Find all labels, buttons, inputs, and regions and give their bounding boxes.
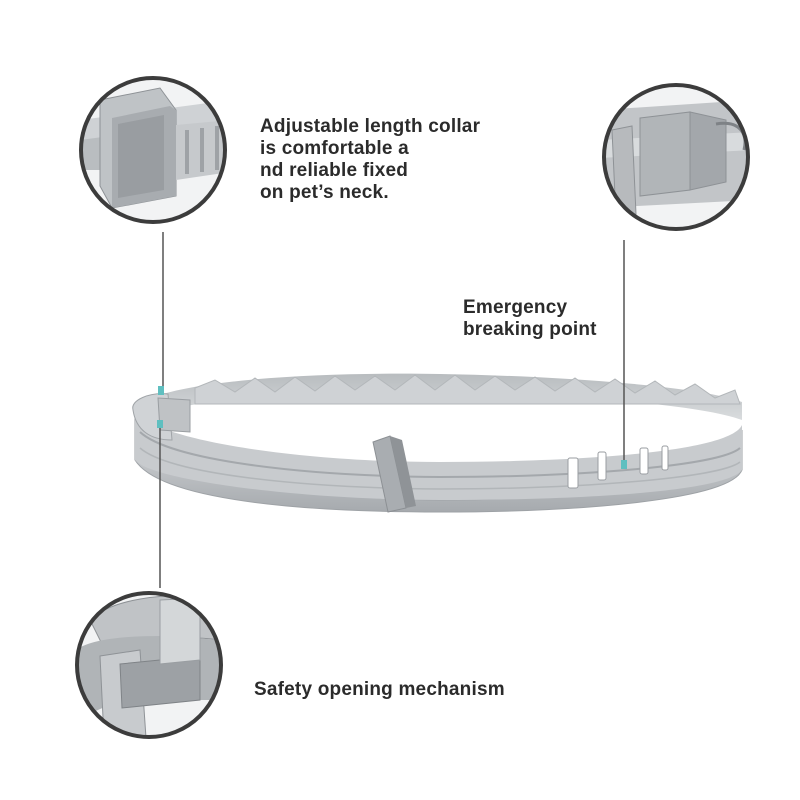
leader-lines <box>159 232 625 588</box>
collar-ring <box>132 373 743 513</box>
adjustable-line-2: is comfortable a <box>260 138 409 159</box>
emergency-line-2: breaking point <box>463 319 597 340</box>
safety-line-1: Safety opening mechanism <box>254 679 505 700</box>
accent-marker-bottom <box>157 420 163 428</box>
accent-marker-top <box>158 386 164 395</box>
safety-opening-label: Safety opening mechanism <box>254 679 505 701</box>
collar-buckle-closeup-icon <box>79 76 227 224</box>
safety-latch-closeup-icon <box>75 591 223 739</box>
accent-marker-right <box>621 460 627 469</box>
adjustable-line-4: on pet’s neck. <box>260 182 389 203</box>
adjustable-line-3: nd reliable fixed <box>260 160 409 181</box>
breakaway-clip-closeup-icon <box>602 83 750 231</box>
emergency-breaking-point-label: Emergency breaking point <box>463 297 597 341</box>
adjustable-line-1: Adjustable length collar <box>260 116 481 137</box>
adjustable-collar-label: Adjustable length collar is comfortable … <box>260 116 480 204</box>
emergency-line-1: Emergency <box>463 297 568 318</box>
